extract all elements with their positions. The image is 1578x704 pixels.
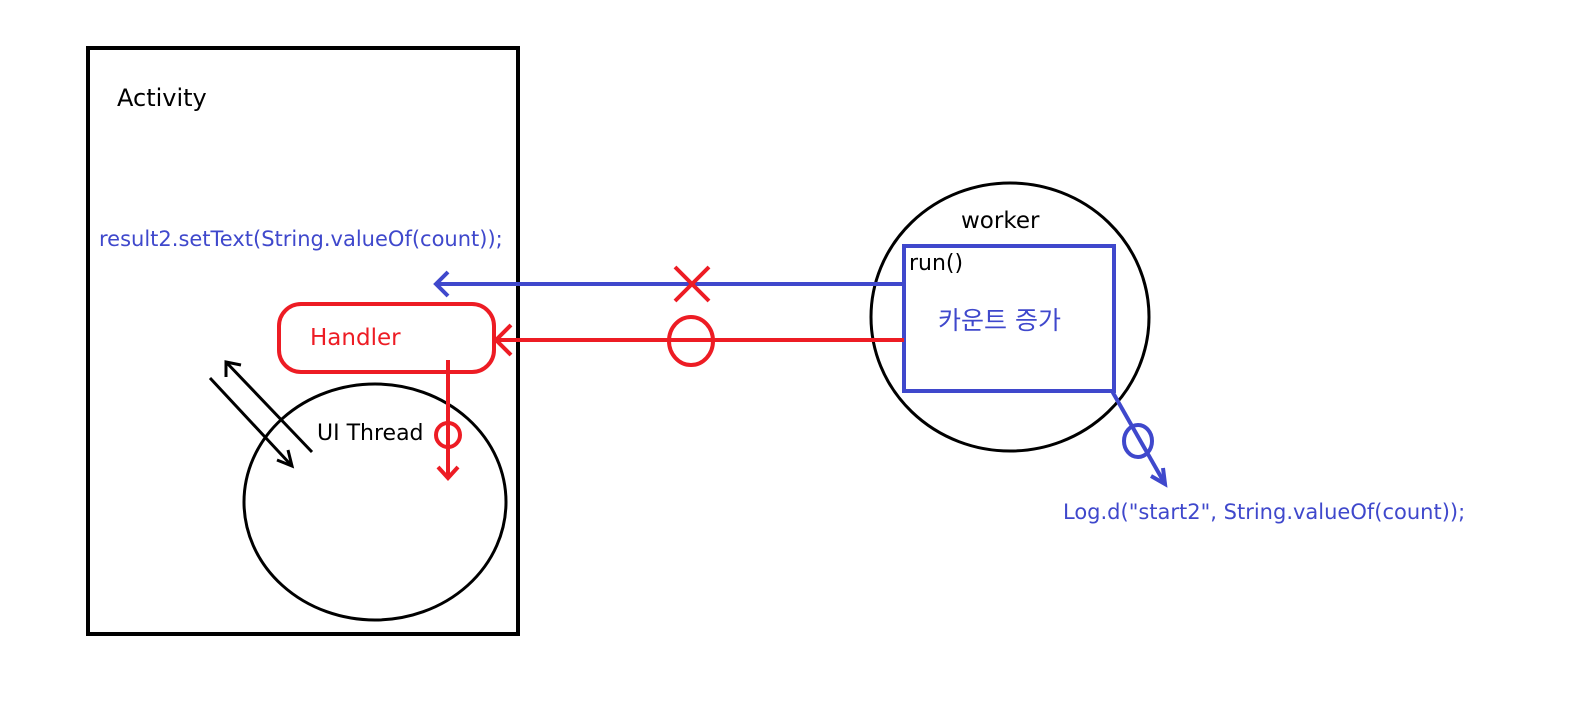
log-code-label: Log.d("start2", String.valueOf(count)); [1063, 500, 1466, 524]
handler-box [277, 302, 496, 374]
run-label: run() [909, 251, 964, 276]
log-circle-mark-icon [1122, 423, 1154, 459]
ui-thread-label: UI Thread [317, 421, 424, 446]
circle-mark-icon [667, 315, 715, 367]
worker-label: worker [961, 208, 1040, 234]
run-box [902, 244, 1116, 393]
worker-circle [869, 181, 1151, 453]
small-circle-mark-icon [434, 421, 462, 449]
cross-mark-icon [673, 265, 711, 303]
activity-label: Activity [117, 84, 207, 112]
log-arrow [1110, 390, 1168, 488]
handler-label: Handler [310, 325, 401, 351]
count-increase-label: 카운트 증가 [938, 306, 1061, 335]
handler-message-arrow [493, 323, 904, 357]
settext-code-label: result2.setText(String.valueOf(count)); [99, 227, 503, 251]
handler-to-ui-thread-arrow [436, 360, 460, 481]
ui-thread-exchange-arrows-icon [208, 360, 314, 469]
ui-thread-circle [242, 382, 508, 622]
direct-settext-arrow [433, 270, 904, 298]
activity-box [86, 46, 520, 636]
